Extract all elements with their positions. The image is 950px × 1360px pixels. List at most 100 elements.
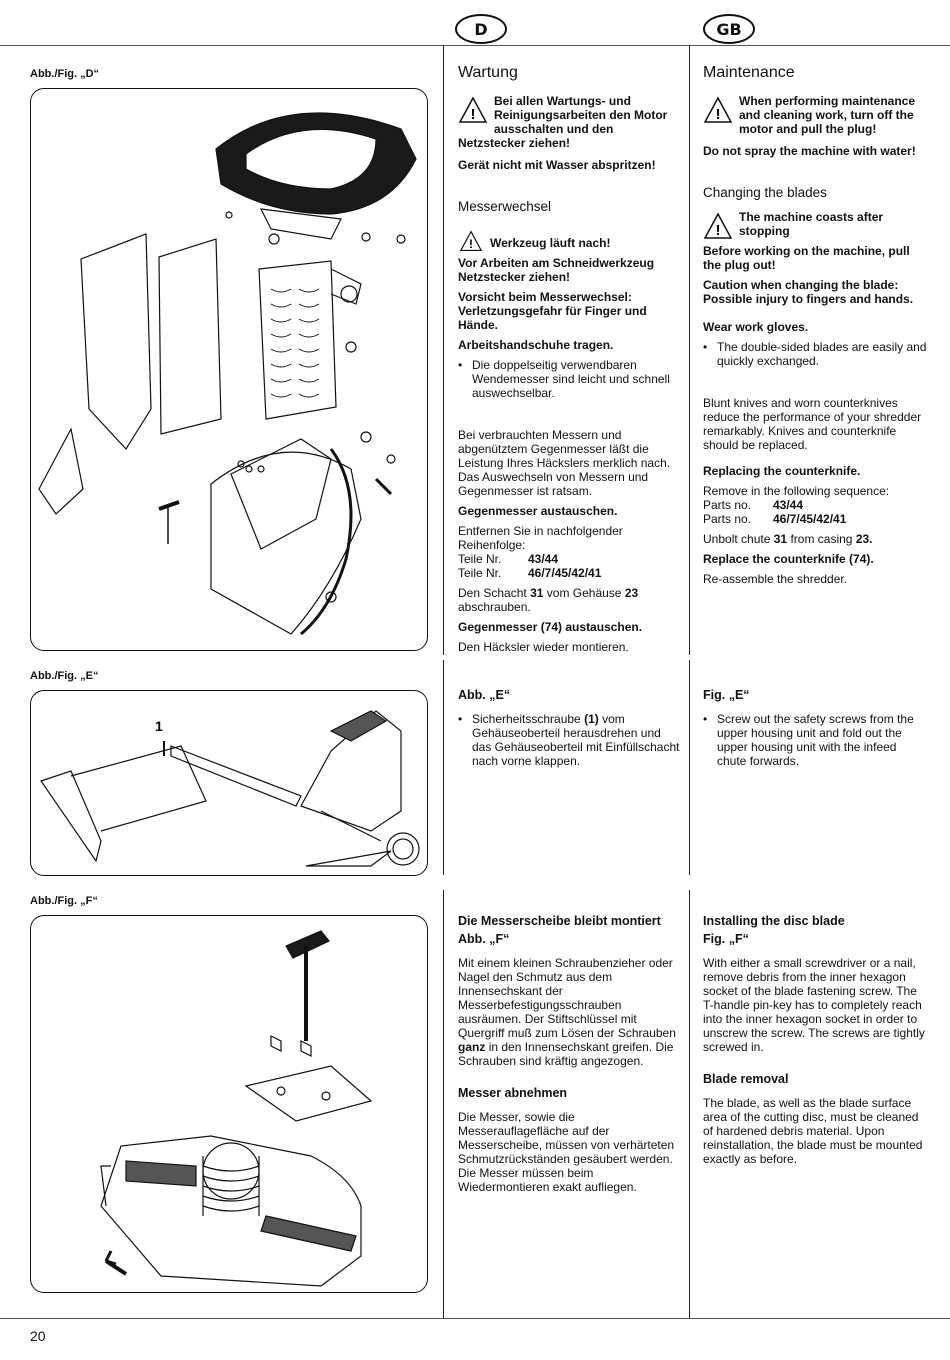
column-divider-mid-1 [689, 45, 690, 655]
language-badge-gb: GB [703, 14, 755, 44]
en-blades-title: Changing the blades [703, 185, 827, 200]
figure-d-label: Abb./Fig. „D“ [30, 68, 100, 80]
de-abb-e-bullet: Sicherheitsschraube (1) vom Gehäuseobert… [458, 712, 682, 768]
figure-f [30, 915, 428, 1293]
en-blades-b1: Before working on the machine, pull the … [703, 244, 910, 272]
en-fig-e-section: Fig. „E“ Screw out the safety screws fro… [703, 688, 927, 768]
column-divider-left-1 [443, 45, 444, 655]
de-messerwechsel-warning: ! Werkzeug läuft nach! [458, 228, 682, 251]
disc-blade-drawing [100, 930, 373, 1287]
de-maintenance-section: Wartung ! Bei allen Wartungs- und Reinig… [458, 64, 682, 660]
en-parts-1: 43/44 [773, 498, 804, 512]
de-parts-label-2: Teile Nr. [458, 566, 502, 580]
en-removal-text: The blade, as well as the blade surface … [703, 1096, 923, 1166]
de-removal-title: Messer abnehmen [458, 1086, 568, 1100]
en-counter74: Replace the counterknife (74). [703, 552, 874, 566]
en-blades-warning-text: The machine coasts after stopping [739, 210, 884, 238]
language-badge-de: D [455, 14, 507, 44]
en-fig-e-title: Fig. „E“ [703, 688, 750, 702]
en-chute-num: 31 [773, 532, 788, 546]
en-parts-2: 46/7/45/42/41 [773, 512, 847, 526]
de-montieren: Den Häcksler wieder montieren. [458, 640, 629, 654]
en-parts-sequence: Remove in the following sequence: Parts … [703, 484, 927, 526]
en-disc-text: With either a small screwdriver or a nai… [703, 956, 925, 1054]
en-reassemble: Re-assemble the shredder. [703, 572, 848, 586]
en-chute-num2: 23. [855, 532, 873, 546]
en-counter-text: Blunt knives and worn counterknives redu… [703, 396, 922, 452]
en-blades-b2: Caution when changing the blade: Possibl… [703, 278, 914, 306]
en-parts-list: Parts no.43/44 Parts no.46/7/45/42/41 [703, 498, 927, 526]
figure-f-label: Abb./Fig. „F“ [30, 895, 98, 907]
en-chute-mid: from casing [790, 532, 853, 546]
svg-text:!: ! [469, 238, 473, 251]
en-chute-pre: Unbolt chute [703, 532, 771, 546]
figure-e: 1 [30, 690, 428, 876]
de-schacht-pre: Den Schacht [458, 586, 527, 600]
svg-text:!: ! [716, 222, 721, 239]
en-disc-fig: Fig. „F“ [703, 932, 749, 946]
column-divider-mid-3 [689, 890, 690, 1318]
de-schacht-text: Den Schacht 31 vom Gehäuse 23 abschraube… [458, 586, 682, 614]
footer-rule [0, 1318, 950, 1319]
figure-d [30, 88, 428, 651]
de-gegenmesser-seq: Entfernen Sie in nachfolgender Reihenfol… [458, 524, 623, 552]
warning-icon: ! [459, 230, 483, 251]
svg-text:!: ! [716, 106, 721, 123]
en-disc-title: Installing the disc blade [703, 914, 845, 928]
de-disc-text: Mit einem kleinen Schraubenzieher oder N… [458, 956, 682, 1068]
de-abb-e-bullet-post: vom Gehäuseoberteil herausdrehen und das… [472, 712, 680, 768]
de-abb-e-bullet-pre: Sicherheitsschraube [472, 712, 581, 726]
de-messerwechsel-warning-text: Werkzeug läuft nach! [490, 236, 611, 250]
warning-icon: ! [703, 96, 733, 123]
de-disc-section: Die Messerscheibe bleibt montiert Abb. „… [458, 914, 682, 1200]
en-counter-seq: Remove in the following sequence: [703, 484, 890, 498]
de-messerwechsel-b1: Vor Arbeiten am Schneidwerkzeug Netzstec… [458, 256, 655, 284]
en-blades-b3: Wear work gloves. [703, 320, 809, 334]
de-wartung-title: Wartung [458, 64, 518, 81]
de-disc-fig: Abb. „F“ [458, 932, 510, 946]
de-gegenmesser-title: Gegenmesser austauschen. [458, 504, 618, 518]
shredder-open-housing-drawing: 1 [40, 710, 420, 867]
de-abb-e-section: Abb. „E“ Sicherheitsschraube (1) vom Geh… [458, 688, 682, 768]
de-wartung-note: Gerät nicht mit Wasser abspritzen! [458, 158, 656, 172]
de-schacht-num: 31 [530, 586, 544, 600]
de-schacht-num2: 23 [624, 586, 639, 600]
warning-icon: ! [703, 212, 733, 239]
shredder-exploded-view-drawing [38, 112, 417, 636]
en-removal-title: Blade removal [703, 1072, 789, 1086]
de-removal-text: Die Messer, sowie die Messerauflagefläch… [458, 1110, 675, 1194]
en-counter-title: Replacing the counterknife. [703, 464, 861, 478]
de-parts-list: Teile Nr. 43/44 Teile Nr. 46/7/45/42/41 [458, 552, 682, 580]
en-parts-label-2: Parts no. [703, 512, 752, 526]
de-parts-label-1: Teile Nr. [458, 552, 502, 566]
en-blades-bullet: The double-sided blades are easily and q… [703, 340, 927, 368]
de-gegenmesser74: Gegenmesser (74) austauschen. [458, 620, 643, 634]
column-divider-mid-2 [689, 660, 690, 875]
de-abb-e-bullet-num: (1) [584, 712, 599, 726]
warning-icon: ! [458, 96, 488, 123]
figure-e-label: Abb./Fig. „E“ [30, 670, 99, 682]
de-disc-text-bold: ganz [458, 1040, 486, 1054]
de-messerwechsel-b2: Vorsicht beim Messerwechsel: Verletzungs… [458, 290, 647, 332]
de-wartung-warning: ! Bei allen Wartungs- und Reinigungsarbe… [458, 94, 682, 150]
svg-text:!: ! [471, 106, 476, 123]
de-disc-text-post: in den Innensechskant greifen. Die Schra… [458, 1040, 674, 1068]
en-maintenance-note: Do not spray the machine with water! [703, 144, 916, 158]
de-parts-2: 46/7/45/42/41 [528, 566, 602, 580]
de-schacht-mid: vom Gehäuse [546, 586, 622, 600]
en-maintenance-section: Maintenance ! When performing maintenanc… [703, 64, 927, 592]
figure-e-callout-1: 1 [155, 718, 163, 734]
de-disc-text-pre: Mit einem kleinen Schraubenzieher oder N… [458, 956, 676, 1040]
de-wartung-warning-text: Bei allen Wartungs- und Reinigungsarbeit… [458, 94, 668, 150]
header-rule [0, 45, 950, 46]
column-divider-left-3 [443, 890, 444, 1318]
de-messerwechsel-title: Messerwechsel [458, 199, 552, 214]
en-maintenance-title: Maintenance [703, 64, 795, 81]
en-maintenance-warning-text: When performing maintenance and cleaning… [739, 94, 916, 136]
de-abb-e-title: Abb. „E“ [458, 688, 511, 702]
en-maintenance-warning: ! When performing maintenance and cleani… [703, 94, 927, 136]
en-disc-section: Installing the disc blade Fig. „F“ With … [703, 914, 927, 1172]
de-messerwechsel-bullet: Die doppelseitig verwendbaren Wendemesse… [458, 358, 682, 400]
de-gegenmesser-text: Bei verbrauchten Messern und abgenütztem… [458, 428, 671, 498]
de-parts-1: 43/44 [528, 552, 559, 566]
